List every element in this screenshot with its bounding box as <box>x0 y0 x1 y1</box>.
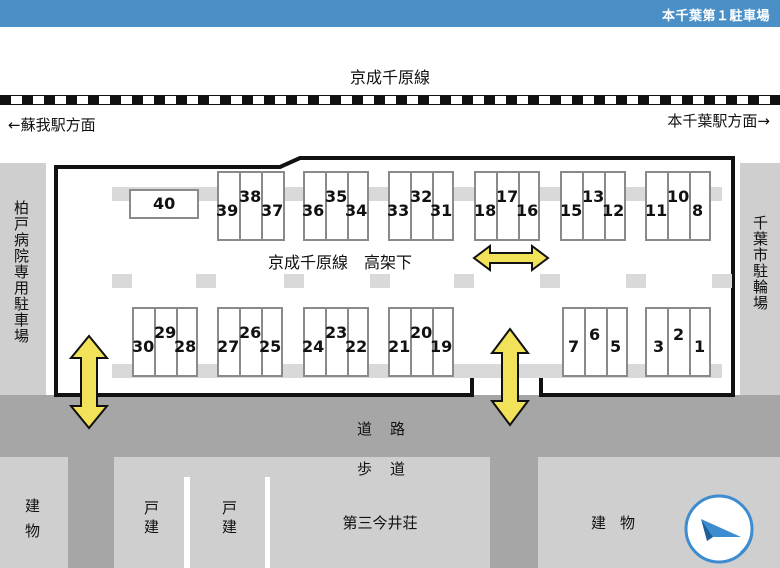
apartment-imaiso <box>270 477 490 568</box>
space-number: 1 <box>694 337 706 356</box>
space-number: 22 <box>345 337 368 356</box>
apartment-imaiso-label: 第三今井荘 <box>342 514 418 532</box>
building-left-label: 建物 <box>23 498 41 548</box>
lane-dash <box>370 274 390 288</box>
direction-honchiba: 本千葉駅方面→ <box>667 112 770 130</box>
bicycle-parking-label: 千葉市駐輪場 <box>751 215 769 311</box>
space-number: 35 <box>325 187 348 206</box>
road <box>0 395 780 457</box>
space-number: 5 <box>610 337 622 356</box>
side-street-left <box>68 457 114 568</box>
bicycle-parking-block <box>740 163 780 395</box>
parking-bay-40[interactable]: 40 <box>129 189 199 219</box>
space-number: 13 <box>582 187 605 206</box>
space-number: 2 <box>673 325 685 344</box>
space-number: 8 <box>692 201 704 220</box>
lane-dash <box>284 274 304 288</box>
space-number: 25 <box>259 337 282 356</box>
parking-bay-group-22-24[interactable]: 23 24 22 <box>302 307 369 377</box>
building-right-label: 建物 <box>590 514 649 532</box>
railway-name: 京成千原線 <box>349 68 430 87</box>
space-number: 30 <box>132 337 155 356</box>
space-number: 19 <box>430 337 453 356</box>
hospital-parking-block <box>0 163 46 395</box>
railway-track <box>0 95 780 105</box>
house-2-label: 戸建 <box>220 500 238 538</box>
lane-dash <box>626 274 646 288</box>
side-street-right <box>490 457 538 568</box>
parking-bay-group-25-27[interactable]: 26 27 25 <box>217 307 283 377</box>
double-arrow-icon <box>472 244 550 272</box>
space-number: 24 <box>302 337 325 356</box>
sidewalk <box>0 457 780 477</box>
parking-bay-group-16-18[interactable]: 17 18 16 <box>474 171 540 241</box>
space-number: 6 <box>589 325 601 344</box>
parking-bay-group-12-15[interactable]: 13 15 12 <box>560 171 626 241</box>
parking-bay-group-31-33[interactable]: 32 33 31 <box>387 171 454 241</box>
space-number: 17 <box>496 187 519 206</box>
parking-bay-group-34-36[interactable]: 35 36 34 <box>302 171 369 241</box>
space-number: 31 <box>430 201 453 220</box>
space-number: 39 <box>216 201 239 220</box>
space-number: 16 <box>516 201 539 220</box>
space-number: 23 <box>325 323 348 342</box>
space-number: 33 <box>387 201 410 220</box>
building-left <box>0 477 68 568</box>
space-number: 40 <box>153 194 176 213</box>
space-number: 29 <box>154 323 177 342</box>
parking-bay-group-1-3[interactable]: 2 3 1 <box>645 307 711 377</box>
page-title: 本千葉第１駐車場 <box>661 9 770 24</box>
space-number: 26 <box>239 323 262 342</box>
space-number: 10 <box>667 187 690 206</box>
lane-dash <box>540 274 560 288</box>
space-number: 27 <box>217 337 240 356</box>
space-number: 18 <box>474 201 497 220</box>
header-bar: 本千葉第１駐車場 <box>0 0 780 27</box>
space-number: 36 <box>302 201 325 220</box>
house-2 <box>190 477 265 568</box>
space-number: 12 <box>602 201 625 220</box>
house-1 <box>114 477 184 568</box>
elevated-track-label: 京成千原線 高架下 <box>268 253 413 272</box>
road-label: 道路 <box>356 420 423 438</box>
space-number: 3 <box>653 337 665 356</box>
space-number: 21 <box>388 337 411 356</box>
parking-bay-group-19-21[interactable]: 20 21 19 <box>388 307 454 377</box>
double-arrow-icon <box>490 327 530 427</box>
space-number: 32 <box>410 187 433 206</box>
parking-bay-group-28-30[interactable]: 29 30 28 <box>132 307 198 377</box>
direction-soga: ←蘇我駅方面 <box>8 116 96 134</box>
parking-bay-group-8-11[interactable]: 10 11 8 <box>645 171 711 241</box>
house-1-label: 戸建 <box>142 500 160 538</box>
lane-dash <box>196 274 216 288</box>
parking-bay-group-37-39[interactable]: 38 39 37 <box>216 171 285 241</box>
space-number: 11 <box>645 201 668 220</box>
sidewalk-label: 歩道 <box>356 460 423 478</box>
space-number: 28 <box>174 337 197 356</box>
space-number: 20 <box>410 323 433 342</box>
hospital-parking-label: 柏戸病院専用駐車場 <box>12 200 30 344</box>
lane-dash <box>454 274 474 288</box>
space-number: 7 <box>568 337 580 356</box>
space-number: 34 <box>345 201 368 220</box>
lane-dash <box>112 274 132 288</box>
parking-bay-group-5-7[interactable]: 6 7 5 <box>562 307 628 377</box>
space-number: 15 <box>560 201 583 220</box>
compass-arrow-icon <box>684 494 754 564</box>
space-number: 37 <box>261 201 284 220</box>
double-arrow-icon <box>68 334 110 430</box>
space-number: 38 <box>239 187 262 206</box>
lane-dash <box>712 274 732 288</box>
